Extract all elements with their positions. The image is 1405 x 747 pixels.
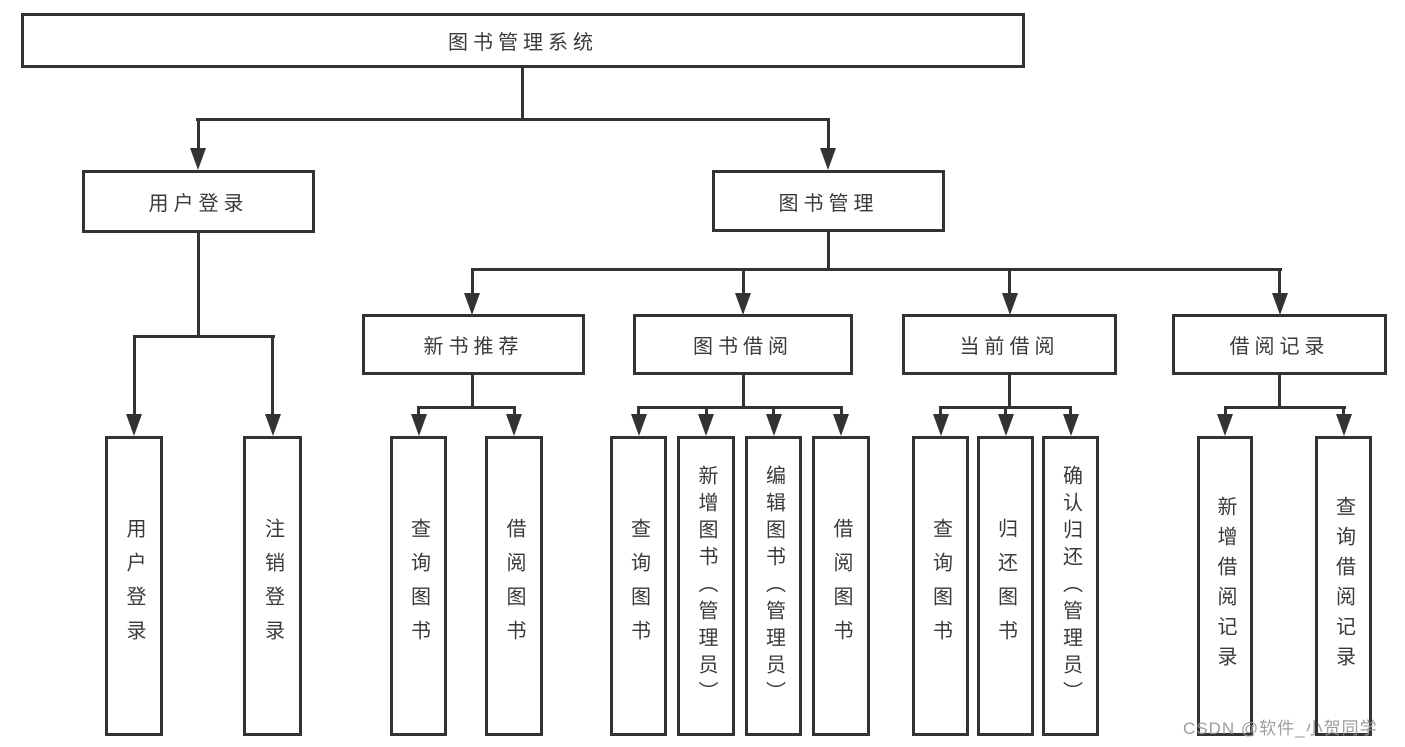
arrow-down-icon xyxy=(264,414,281,436)
node-borrow-record: 借阅记录 xyxy=(1172,314,1387,375)
arrow-down-icon xyxy=(1062,414,1079,436)
leaf-add-borrow-record: 新增借阅记录 xyxy=(1197,436,1253,736)
leaf-query-borrow-record-label: 查询借阅记录 xyxy=(1332,496,1355,676)
leaf-logout-label: 注销登录 xyxy=(261,518,284,654)
connector-user-drop-1 xyxy=(132,335,136,414)
arrow-down-icon xyxy=(464,293,480,315)
leaf-return-book: 归还图书 xyxy=(977,436,1034,736)
arrow-down-icon xyxy=(833,414,849,436)
connector-mod0-hline xyxy=(417,406,516,409)
connector-mod3-drop-1 xyxy=(1223,406,1227,416)
arrow-down-icon xyxy=(190,148,206,170)
arrow-down-icon xyxy=(1001,293,1018,315)
connector-mod2-stem xyxy=(1008,375,1011,409)
leaf-user-login-label: 用户登录 xyxy=(123,518,145,654)
node-new-book-recommend: 新书推荐 xyxy=(362,314,585,375)
node-book-management-label: 图书管理 xyxy=(778,192,879,215)
leaf-query-borrow-record: 查询借阅记录 xyxy=(1315,436,1372,736)
arrow-down-icon xyxy=(410,414,427,436)
leaf-confirm-return-admin: 确认归还（管理员） xyxy=(1042,436,1099,736)
connector-mgmt-drop-3 xyxy=(1008,268,1011,295)
node-current-borrow: 当前借阅 xyxy=(902,314,1117,375)
arrow-down-icon xyxy=(1217,414,1233,436)
arrow-down-icon xyxy=(506,414,522,436)
connector-mod1-drop-4 xyxy=(839,406,843,416)
leaf-add-book-admin: 新增图书（管理员） xyxy=(677,436,735,736)
arrow-down-icon xyxy=(1271,293,1288,315)
leaf-recommend-query-book-label: 查询图书 xyxy=(407,518,430,654)
leaf-return-book-label: 归还图书 xyxy=(994,518,1017,654)
connector-mgmt-drop-1 xyxy=(470,268,474,295)
leaf-borrow-book-label: 借阅图书 xyxy=(830,518,852,654)
connector-mod1-drop-3 xyxy=(772,406,775,416)
node-current-borrow-label: 当前借阅 xyxy=(959,336,1060,358)
connector-root-drop-right xyxy=(826,118,830,150)
connector-mod1-stem xyxy=(741,375,745,409)
leaf-recommend-borrow-book: 借阅图书 xyxy=(485,436,543,736)
leaf-user-login: 用户登录 xyxy=(105,436,163,736)
arrow-down-icon xyxy=(735,293,751,315)
connector-mod1-drop-1 xyxy=(637,406,640,416)
watermark: CSDN @软件_小贺同学 xyxy=(1183,719,1378,738)
connector-mgmt-drop-4 xyxy=(1278,268,1281,295)
connector-mod2-drop-3 xyxy=(1069,406,1072,416)
connector-mgmt-stem xyxy=(826,232,830,270)
leaf-add-borrow-record-label: 新增借阅记录 xyxy=(1214,496,1236,676)
connector-user-hline xyxy=(132,335,275,338)
connector-mgmt-drop-2 xyxy=(741,268,745,295)
leaf-edit-book-admin: 编辑图书（管理员） xyxy=(745,436,802,736)
leaf-current-query-book: 查询图书 xyxy=(912,436,969,736)
arrow-down-icon xyxy=(698,414,714,436)
node-book-management: 图书管理 xyxy=(712,170,945,232)
leaf-add-book-admin-label: 新增图书（管理员） xyxy=(695,464,717,708)
node-user-login-label: 用户登录 xyxy=(148,193,249,215)
leaf-edit-book-admin-label: 编辑图书（管理员） xyxy=(762,464,785,708)
arrow-down-icon xyxy=(765,414,782,436)
arrow-down-icon xyxy=(1335,414,1352,436)
connector-mod0-stem xyxy=(470,375,474,409)
leaf-recommend-query-book: 查询图书 xyxy=(390,436,447,736)
connector-mod3-stem xyxy=(1278,375,1281,409)
connector-user-stem xyxy=(196,233,200,335)
node-root: 图书管理系统 xyxy=(21,13,1025,68)
leaf-current-query-book-label: 查询图书 xyxy=(929,518,952,654)
node-book-borrow: 图书借阅 xyxy=(633,314,853,375)
node-root-label: 图书管理系统 xyxy=(448,32,598,54)
node-user-login: 用户登录 xyxy=(82,170,315,233)
connector-user-drop-2 xyxy=(271,335,274,414)
connector-root-stem xyxy=(521,68,524,120)
leaf-borrow-book: 借阅图书 xyxy=(812,436,870,736)
connector-root-hline xyxy=(196,118,830,121)
arrow-down-icon xyxy=(126,414,142,436)
connector-mgmt-hline xyxy=(470,268,1282,271)
connector-root-drop-left xyxy=(196,118,200,150)
leaf-logout: 注销登录 xyxy=(243,436,302,736)
leaf-recommend-borrow-book-label: 借阅图书 xyxy=(503,518,525,654)
node-book-borrow-label: 图书借阅 xyxy=(693,336,793,358)
connector-mod1-drop-2 xyxy=(704,406,708,416)
connector-mod3-hline xyxy=(1223,406,1346,409)
arrow-down-icon xyxy=(820,148,836,170)
node-new-book-recommend-label: 新书推荐 xyxy=(423,336,524,358)
arrow-down-icon xyxy=(932,414,949,436)
leaf-borrow-query-book-label: 查询图书 xyxy=(627,518,650,654)
arrow-down-icon xyxy=(630,414,647,436)
connector-mod1-hline xyxy=(637,406,843,409)
connector-mod2-drop-2 xyxy=(1004,406,1007,416)
connector-mod0-drop-2 xyxy=(512,406,516,416)
connector-mod2-drop-1 xyxy=(939,406,942,416)
arrow-down-icon xyxy=(997,414,1014,436)
connector-mod3-drop-2 xyxy=(1342,406,1345,416)
node-borrow-record-label: 借阅记录 xyxy=(1229,336,1330,358)
leaf-borrow-query-book: 查询图书 xyxy=(610,436,667,736)
leaf-confirm-return-admin-label: 确认归还（管理员） xyxy=(1059,464,1082,708)
connector-mod0-drop-1 xyxy=(417,406,420,416)
